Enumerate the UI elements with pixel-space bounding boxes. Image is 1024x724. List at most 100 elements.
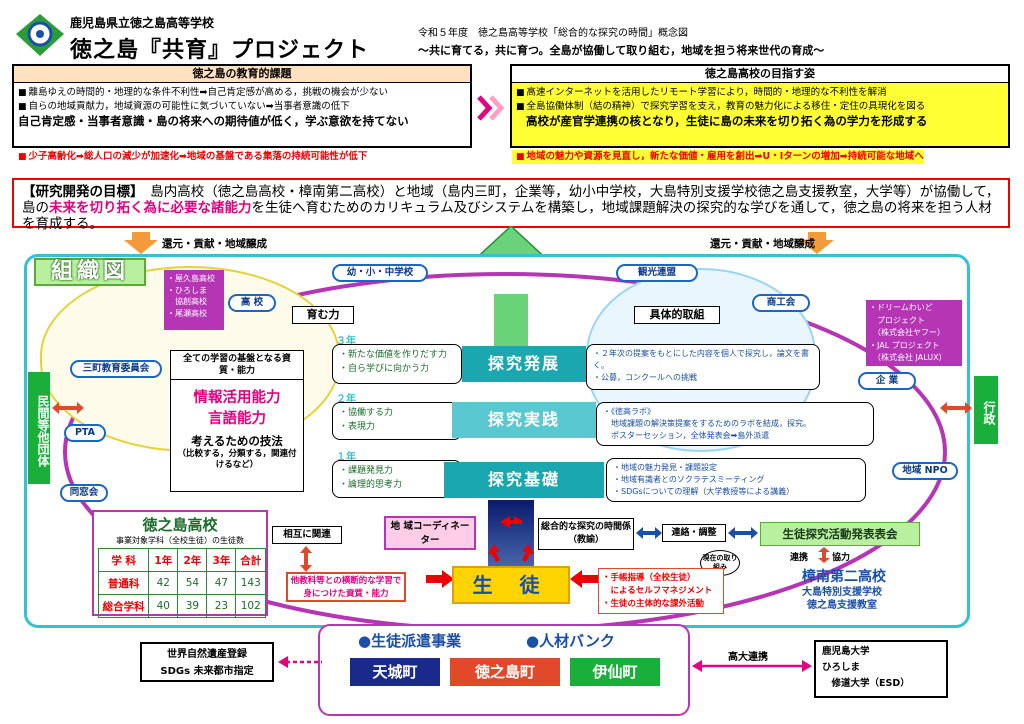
table-cell: 47	[206, 571, 237, 595]
slogan: ～共に育てる，共に育つ。全島が協働して取り組む，地域を担う将来世代の育成～	[418, 44, 825, 57]
school-title: 徳之島高校	[142, 516, 218, 534]
foundation-title: 全ての学習の基盤となる資質・能力	[171, 351, 303, 380]
arrow-both-icon	[728, 527, 758, 539]
school-emblem-icon	[16, 14, 64, 56]
chevron-right-icon	[477, 95, 505, 121]
skills-box: ・新たな価値を作りだす力・自ら学びに向かう力	[332, 344, 462, 384]
arrow-both-icon	[818, 547, 830, 563]
table-header: 2年	[177, 548, 208, 572]
skills-box: ・協働する力・表現力	[332, 402, 462, 440]
goals-alert: ■地域の魅力や資源を見直し，新たな価値・雇用を創出➡U・Iターンの増加➡持続可能…	[512, 150, 924, 164]
town-tokunoshima: 徳之島町	[450, 658, 560, 686]
node-three-town: 三町教育委員会	[70, 360, 162, 378]
goals-box: 徳之島高校の目指す姿 ■高速インターネットを活用したリモート学習により，時間的・…	[510, 64, 1010, 148]
goal-item: ■全島協働体制（結の精神）で探究学習を支え，教育の魅力化による移住・定住の具現化…	[516, 101, 926, 112]
arrow-stem	[494, 294, 528, 346]
town-amagi: 天城町	[350, 658, 440, 686]
table-cell: 40	[148, 594, 179, 618]
cross-subject-box: 他教科等との横断的な学習で身につけた資質・能力	[286, 572, 406, 602]
return-label-left: 還元・貢献・地域醸成	[162, 238, 267, 250]
page-title: 徳之島『共育』プロジェクト	[70, 38, 370, 63]
renraku-box: 連絡・調整	[662, 524, 726, 542]
coordinator-box: 地 域コーディネーター	[384, 516, 476, 550]
issue-item: ■離島ゆえの時間的・地理的な条件不利性➡自己肯定感が高める，挑戦の機会が少ない	[18, 87, 388, 98]
arrow-both-icon	[692, 660, 812, 672]
think-title: 考えるための技法	[191, 434, 283, 448]
table-header: 1年	[148, 548, 179, 572]
node-kindergarten: 幼・小・中学校	[332, 264, 428, 282]
arrow-right-icon	[426, 570, 454, 588]
acts-box: ・地域の魅力発見・課題設定・地域有識者とのソクラテスミーティング・SDGsについ…	[606, 458, 866, 502]
band-basic: 探究基礎	[444, 462, 604, 498]
return-label-right: 還元・貢献・地域醸成	[710, 238, 815, 250]
org-chart-label: 組織図	[34, 258, 146, 286]
node-commerce: 商工会	[752, 294, 810, 312]
year-label: １年	[336, 452, 356, 463]
node-pta: PTA	[64, 424, 106, 442]
year-label: ２年	[336, 394, 356, 405]
skills-box: ・課題発見力・論理的思考力	[332, 460, 462, 498]
table-cell: 143	[235, 571, 266, 595]
language-skill: 言語能力	[208, 411, 266, 427]
admin-box: 行政	[974, 376, 998, 444]
issues-box: 徳之島の教育的課題 ■離島ゆえの時間的・地理的な条件不利性➡自己肯定感が高める，…	[12, 64, 472, 148]
bank-label: ●人材バンク	[526, 632, 615, 650]
dispatch-label: ●生徒派遣事業	[358, 632, 462, 650]
issues-title: 徳之島の教育的課題	[14, 66, 470, 83]
town-isen: 伊仙町	[570, 658, 660, 686]
table-row: 普通科 42 54 47 143	[97, 571, 266, 595]
acts-box: ・２年次の提案をもとにした内容を個人で探究し，論文を書く。・公募，コンクールへの…	[586, 344, 820, 390]
high-school-list: ・屋久島高校・ひろしま 協創高校・尾瀬高校	[164, 270, 224, 330]
table-cell: 102	[235, 594, 266, 618]
goal-item: ■高速インターネットを活用したリモート学習により，時間的・地理的な不利性を解消	[516, 87, 887, 98]
acts-box: ・《徳高ラボ》 地域課題の解決策提案をするためのラボを結成，探究。 ポスターセッ…	[596, 402, 874, 446]
school-name: 鹿児島県立徳之島高等学校	[70, 16, 215, 30]
university-box: 鹿児島大学ひろしま 修道大学（ESD）	[814, 640, 948, 698]
oshima-school: 大島特別支援学校徳之島支援教室	[802, 587, 882, 611]
student-count-table: 学 科 1年 2年 3年 合計 普通科 42 54 47 143 総合学科 40…	[97, 548, 266, 618]
table-header: 学 科	[97, 548, 150, 572]
research-text: 島内高校（徳之島高校・樟南第二高校）と地域（島内三町，企業等，幼小中学校，大島特…	[22, 184, 1000, 216]
table-row: 学 科 1年 2年 3年 合計	[97, 548, 266, 572]
arrow-both-icon	[300, 546, 312, 572]
concept-caption: 令和５年度 徳之島高等学校「総合的な探究の時間」概念図	[418, 28, 688, 39]
school-box: 徳之島高校 事業対象学科（全校生徒）の生徒数 学 科 1年 2年 3年 合計 普…	[92, 510, 268, 618]
concrete-title: 具体的取組	[634, 306, 720, 324]
student-box: 生 徒	[452, 566, 570, 604]
table-cell: 54	[177, 571, 208, 595]
node-tourism: 観光連盟	[616, 264, 698, 282]
arrow-down-icon	[124, 232, 158, 254]
company-list: ・ドリームわいど プロジェクト （株式会社ヤフー）・JAL プロジェクト （株式…	[866, 300, 962, 366]
node-enterprise: 企 業	[858, 372, 916, 390]
mutual-label: 相互に関連	[272, 526, 342, 544]
guidance-box: ・手帳指導（全校生徒） によるセルフマネジメント・生徒の主体的な課外活動	[598, 568, 724, 614]
goals-summary: 高校が産官学連携の核となり，生徒に島の未来を切り拓く為の学力を形成する	[526, 114, 928, 128]
info-skill: 情報活用能力	[193, 390, 281, 406]
kodai-label: 高大連携	[728, 652, 768, 663]
arrow-left-icon	[278, 656, 322, 668]
shonan-school: 樟南第二高校	[802, 569, 886, 585]
arrow-both-icon	[636, 527, 662, 539]
issues-alert: ■少子高齢化➡総人口の減少が加速化➡地域の基盤である集落の持続可能性が低下	[18, 151, 368, 162]
cycle-arrows-icon	[488, 516, 534, 562]
issues-summary: 自己肯定感・当事者意識・島の将来への期待値が低く，学ぶ意欲を持てない	[18, 114, 409, 128]
research-highlight: 未来を切り拓く為に必要な諸能力	[49, 200, 252, 216]
foundation-box: 全ての学習の基盤となる資質・能力 情報活用能力 言語能力 考えるための技法 （比…	[170, 350, 304, 492]
cooperation-label: 連携	[790, 553, 809, 563]
arrow-both-icon	[940, 402, 972, 414]
nurture-title: 育む力	[292, 306, 354, 324]
kyoryoku-label: 協力	[832, 553, 851, 563]
issue-item: ■自らの地域貢献力，地域資源の可能性に気づいていない➡当事者意識の低下	[18, 101, 350, 112]
sogo-box: 総合的な探究の時間係（教諭）	[538, 518, 634, 550]
table-cell: 普通科	[97, 571, 150, 595]
arrow-both-icon	[52, 402, 84, 414]
table-header: 合計	[235, 548, 266, 572]
school-subtitle: 事業対象学科（全校生徒）の生徒数	[116, 536, 244, 545]
research-goal-box: 【研究開発の目標】 島内高校（徳之島高校・樟南第二高校）と地域（島内三町，企業等…	[12, 178, 1010, 232]
table-cell: 42	[148, 571, 179, 595]
table-row: 総合学科 40 39 23 102	[97, 594, 266, 618]
band-practice: 探究実践	[452, 402, 596, 438]
table-header: 3年	[206, 548, 237, 572]
think-detail: （比較する，分類する，関連付けるなど）	[177, 449, 297, 470]
